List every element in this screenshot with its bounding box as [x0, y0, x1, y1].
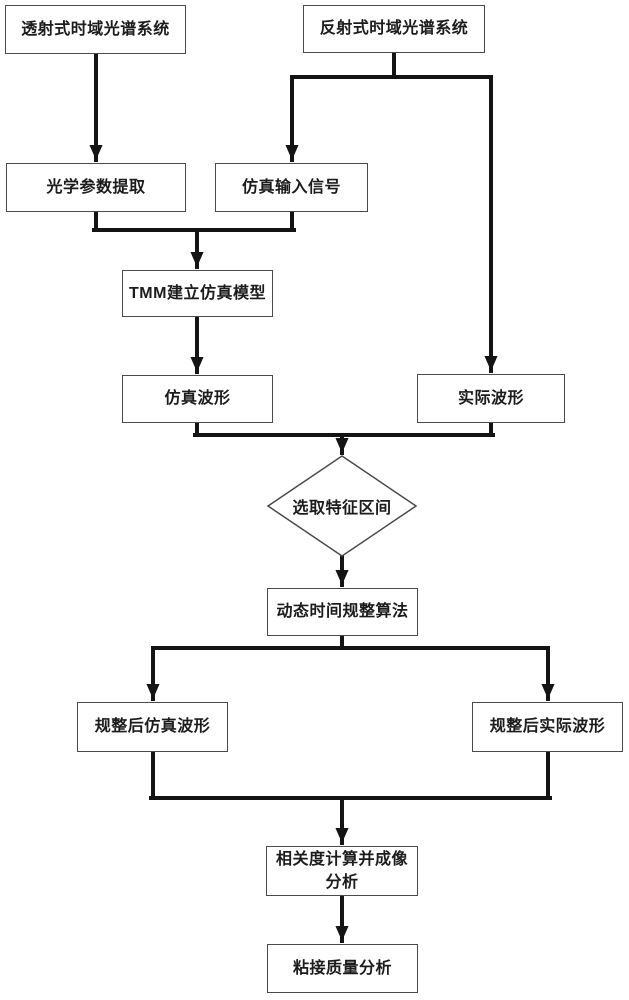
node-optical-param-extraction: 光学参数提取 [6, 163, 186, 212]
node-transmission-system: 透射式时域光谱系统 [5, 5, 186, 54]
node-simulated-waveform: 仿真波形 [122, 375, 273, 423]
node-warped-actual-waveform: 规整后实际波形 [472, 702, 623, 752]
node-dtw-algorithm: 动态时间规整算法 [267, 588, 418, 636]
decision-diamond-shape [266, 455, 418, 557]
node-reflection-system: 反射式时域光谱系统 [303, 5, 485, 53]
node-actual-waveform: 实际波形 [417, 374, 565, 423]
node-correlation-imaging-analysis: 相关度计算并成像分析 [266, 846, 418, 896]
node-simulation-input-signal: 仿真输入信号 [215, 163, 368, 212]
node-warped-simulated-waveform: 规整后仿真波形 [77, 702, 228, 752]
node-select-feature-interval: 选取特征区间 [292, 500, 392, 517]
node-bond-quality-analysis: 粘接质量分析 [267, 944, 418, 993]
node-tmm-simulation-model: TMM建立仿真模型 [122, 270, 273, 317]
